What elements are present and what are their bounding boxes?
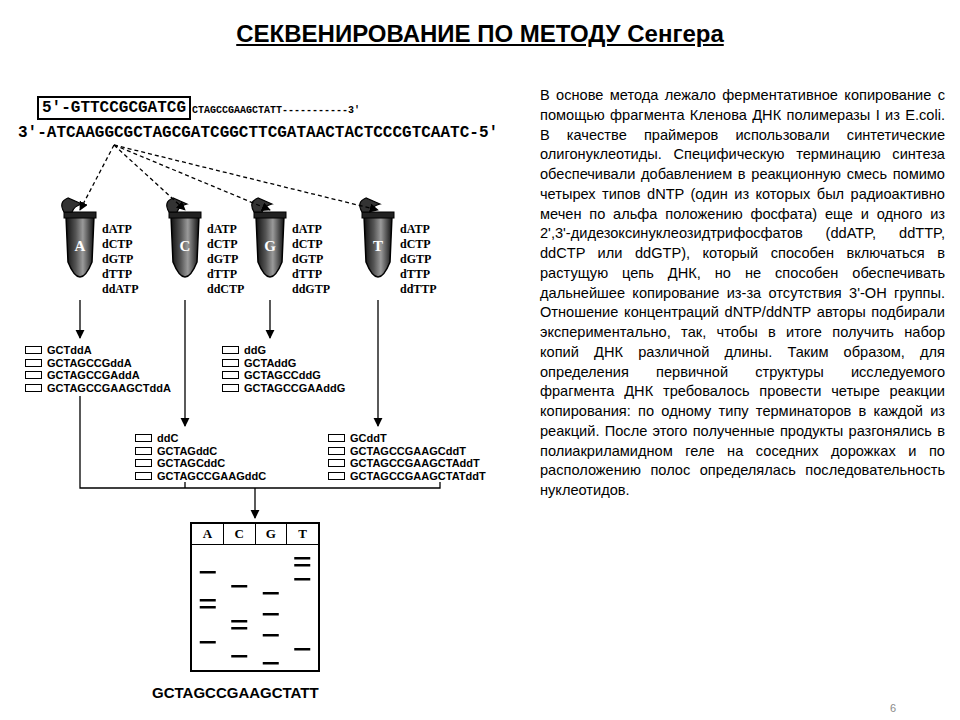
gel-band: [231, 585, 247, 588]
tube-letter: C: [171, 238, 199, 255]
lane-letter: G: [256, 526, 287, 542]
tube-drawing: [360, 198, 394, 277]
reagent-list: dATP dCTP dGTP dTTP ddTTP: [400, 222, 437, 297]
gel-band: [231, 655, 247, 658]
fragment: GCTAGCCGAAGddC: [135, 470, 266, 482]
tube-letter: G: [256, 238, 284, 255]
strand-continuation: CTAGCCGAAGCTATT-----------3': [192, 105, 360, 116]
gel-band: [200, 571, 216, 574]
fragment: GCTAGCCGAAGCddT: [328, 445, 466, 457]
reagent-list: dATP dCTP dGTP dTTP ddGTP: [292, 222, 330, 297]
page-number: 6: [890, 702, 896, 714]
gel-band: [263, 662, 279, 665]
fragment: GCTAGCCGAAddG: [222, 382, 345, 394]
lane-header: T: [287, 524, 318, 544]
fragment: GCTAGCCGAAGCTAddT: [328, 457, 480, 469]
fragment: GCTAGCCddG: [222, 369, 321, 381]
gel-box: ACGT: [190, 522, 320, 672]
template-strand: 3'-ATCAAGGCGCTAGCGATCGGCTTCGATAACTACTCCC…: [18, 124, 498, 142]
lane-header: C: [224, 524, 256, 544]
tube-drawing: [62, 198, 96, 277]
reaction-tube: GdATP dCTP dGTP dTTP ddGTP: [256, 212, 284, 292]
dashed-arrow: [80, 145, 114, 210]
dashed-arrow: [114, 145, 185, 210]
tube-drawing: [167, 198, 201, 277]
fragment: GCTAGCCGAAGCTATddT: [328, 470, 486, 482]
reaction-tube: AdATP dCTP dGTP dTTP ddATP: [66, 212, 94, 292]
fragment: GCddT: [328, 432, 387, 444]
gel-band: [294, 557, 310, 560]
gel-band: [263, 634, 279, 637]
tube-letter: T: [364, 238, 392, 255]
gel-band: [200, 606, 216, 609]
gel-band: [263, 613, 279, 616]
lane-letter: T: [287, 526, 318, 542]
gel-band: [231, 627, 247, 630]
primer-box: 5'-GTTCCGCGATCG: [37, 96, 191, 120]
reagent-list: dATP dCTP dGTP dTTP ddCTP: [207, 222, 244, 297]
fragment: GCTAddG: [222, 357, 296, 369]
lane-letter: A: [192, 526, 223, 542]
lane-header: A: [192, 524, 224, 544]
dashed-arrow: [114, 145, 378, 210]
fragment: GCTddA: [25, 344, 92, 356]
gel-band: [294, 648, 310, 651]
reagent-list: dATP dCTP dGTP dTTP ddATP: [102, 222, 138, 297]
lane-header-row: ACGT: [192, 524, 318, 545]
title: СЕКВЕНИРОВАНИЕ ПО МЕТОДУ Сенгера: [0, 20, 960, 48]
gel-band: [263, 592, 279, 595]
fragment: GCTAGCCGAddA: [25, 369, 140, 381]
lane-letter: C: [224, 526, 255, 542]
tube-letter: A: [66, 238, 94, 255]
fragment: ddG: [222, 344, 266, 356]
gel-band: [200, 641, 216, 644]
fragment: GCTAGddC: [135, 445, 217, 457]
tube-drawing: [252, 198, 286, 277]
reaction-tube: CdATP dCTP dGTP dTTP ddCTP: [171, 212, 199, 292]
fragment: ddC: [135, 432, 178, 444]
primer-sequence: 5'-GTTCCGCGATCG: [42, 99, 186, 117]
lane-header: G: [256, 524, 288, 544]
flow-lines: [80, 300, 440, 518]
fragment: GCTAGCddC: [135, 457, 225, 469]
fragment: GCTAGCCGAAGCTddA: [25, 382, 171, 394]
description-text: В основе метода лежало ферментативное ко…: [540, 86, 945, 501]
gel-band: [294, 564, 310, 567]
gel-bands: [200, 557, 311, 665]
fragment: GCTAGCCGddA: [25, 357, 132, 369]
gel-band: [200, 599, 216, 602]
gel-band: [294, 578, 310, 581]
read-sequence: GCTAGCCGAAGCTATT: [152, 684, 319, 701]
gel-band: [231, 620, 247, 623]
reaction-tube: TdATP dCTP dGTP dTTP ddTTP: [364, 212, 392, 292]
